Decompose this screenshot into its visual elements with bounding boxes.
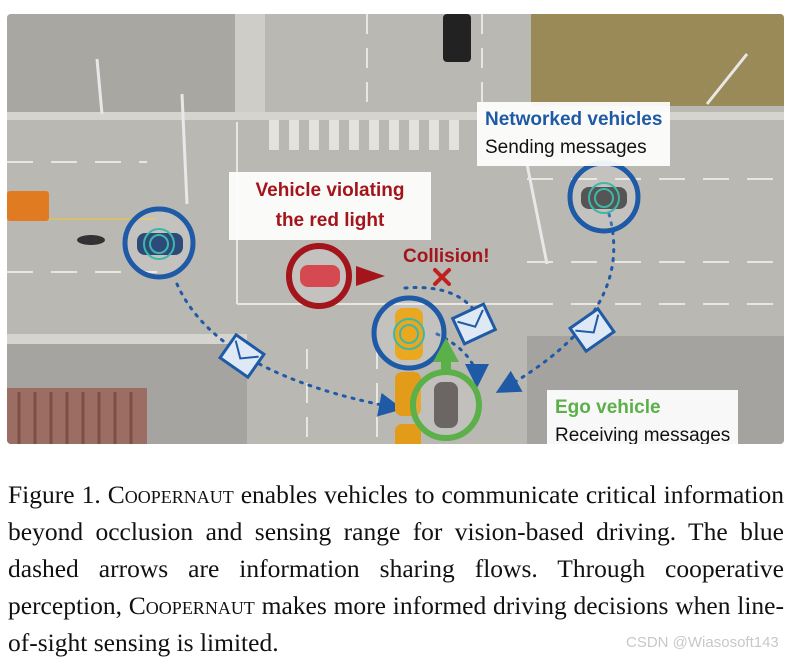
- ego-vehicle-label: Ego vehicle Receiving messages: [547, 390, 739, 444]
- networked-title: Networked vehicles: [485, 109, 663, 130]
- networked-subtitle: Sending messages: [485, 137, 647, 158]
- figure-caption: Figure 1. Coopernaut enables vehicles to…: [8, 476, 784, 661]
- ego-vehicle: [410, 338, 482, 441]
- grass-area: [531, 14, 784, 106]
- violating-vehicle: [286, 243, 385, 309]
- violating-line-2: the red light: [275, 210, 385, 231]
- caption-text-2: makes more informed driving decisions wh…: [8, 591, 784, 657]
- collision-label: Collision!: [403, 246, 490, 267]
- caption-prefix: Figure 1.: [8, 480, 101, 509]
- networked-vehicle-left: [122, 206, 196, 280]
- parked-car-dark: [443, 14, 471, 62]
- scene-illustration: [7, 14, 784, 444]
- caption-text-1: enables vehicles to communicate critical…: [8, 480, 785, 620]
- orange-vehicle: [7, 191, 49, 221]
- ego-title: Ego vehicle: [555, 397, 661, 418]
- networked-vehicle-right: [567, 160, 641, 234]
- curb: [7, 334, 247, 344]
- building: [7, 388, 147, 444]
- scene-figure: Networked vehicles Sending messages Vehi…: [7, 14, 784, 444]
- building-stripes: [17, 392, 133, 444]
- message-icon: [450, 302, 498, 346]
- method-name: Coopernaut: [107, 480, 234, 509]
- method-name-2: Coopernaut: [128, 591, 255, 620]
- collision-icon: [433, 268, 451, 286]
- curb: [7, 112, 784, 120]
- queued-car: [395, 424, 421, 444]
- violating-label: Vehicle violating the red light: [229, 172, 431, 240]
- ego-subtitle: Receiving messages: [555, 425, 731, 444]
- crosswalk: [269, 120, 459, 150]
- violating-line-1: Vehicle violating: [255, 180, 405, 201]
- street-poles: [95, 53, 749, 265]
- networked-vehicle-center: [371, 295, 447, 371]
- message-icon: [567, 306, 617, 354]
- block-top-left: [7, 14, 237, 112]
- sidewalk: [235, 14, 265, 114]
- message-icon: [217, 332, 267, 380]
- watermark: CSDN @Wiasosoft143: [626, 634, 779, 651]
- small-vehicle: [77, 235, 105, 245]
- networked-vehicles-label: Networked vehicles Sending messages: [477, 102, 671, 166]
